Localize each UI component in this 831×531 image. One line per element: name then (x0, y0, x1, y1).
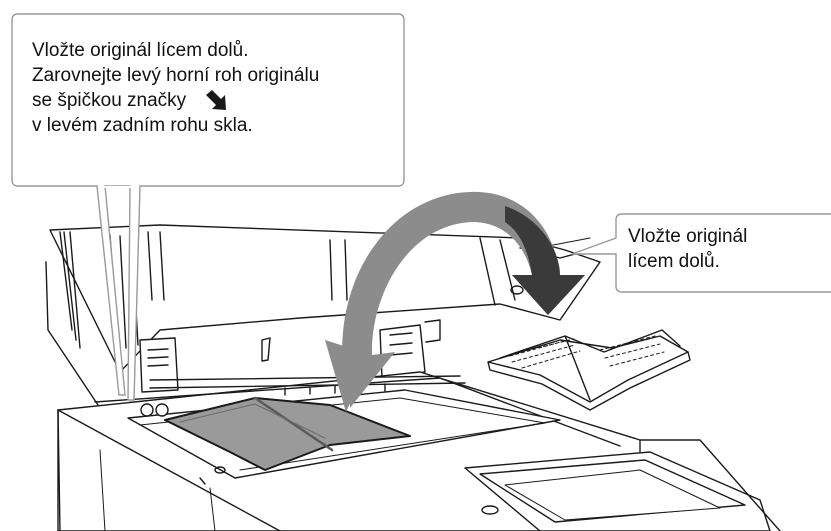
document-feeder-lid (45, 224, 601, 406)
diagonal-arrow-mark-icon (206, 89, 227, 110)
right-callout (571, 213, 831, 293)
corner-mark (140, 403, 169, 417)
document-on-glass-icon (164, 396, 411, 471)
left-callout-line-2: Zarovnejte levý horní roh originálu (32, 65, 320, 86)
left-callout-line-3: se špičkou značky (32, 90, 187, 111)
left-callout-line-1: Vložte originál lícem dolů. (32, 40, 249, 61)
left-callout (11, 13, 405, 401)
flip-arrow-icon (325, 191, 585, 412)
right-callout-line-2: lícem dolů. (628, 251, 720, 272)
left-callout-line-4: v levém zadním rohu skla. (32, 115, 253, 136)
right-callout-text: Vložte originál lícem dolů. (628, 224, 828, 274)
control-panel (464, 439, 781, 531)
left-callout-line-3-row: se špičkou značky (32, 88, 404, 113)
left-callout-text: Vložte originál lícem dolů. Zarovnejte l… (32, 38, 404, 138)
right-callout-line-1: Vložte originál (628, 226, 748, 247)
open-book-icon (487, 329, 691, 411)
